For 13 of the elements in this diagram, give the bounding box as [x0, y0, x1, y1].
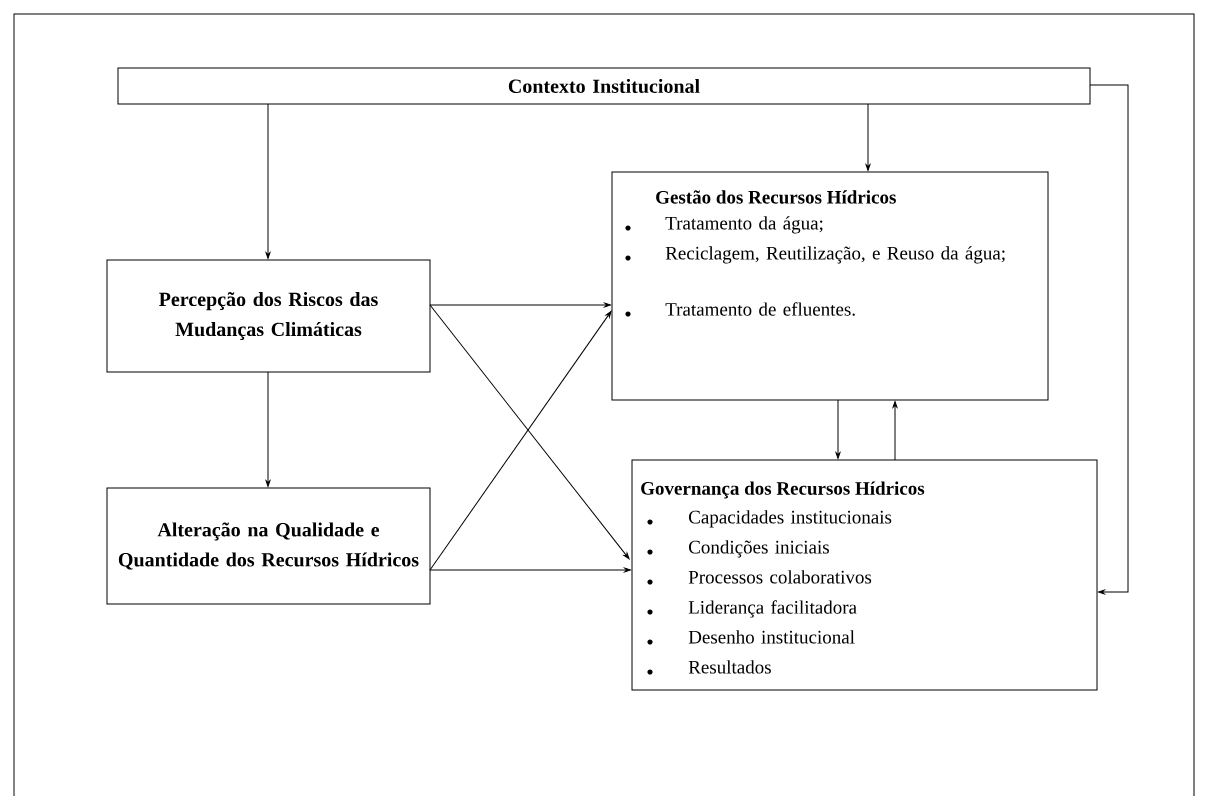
text-box: Governança dos Recursos Hídricos Capacidades institucionais Condições iniciais Processos colaborativos Liderança facilitadora Desenho institucional Resultados — [631, 459, 1098, 691]
arrow — [892, 401, 898, 461]
arrow — [865, 103, 871, 171]
arrow — [429, 302, 611, 308]
text-box: Gestão dos Recursos Hídricos Tratamento da água; Reciclagem, Reutilização, e Reuso da água; Tratamento de efluentes. — [611, 171, 1049, 401]
text-box: Percepção dos Riscos das Mudanças Climáticas — [106, 259, 431, 373]
text-box: Contexto Institucional — [117, 67, 1091, 105]
arrow — [265, 371, 271, 487]
text-box: Alteração na Qualidade e Quantidade dos Recursos Hídricos — [106, 487, 431, 605]
arrow — [429, 567, 631, 573]
arrow — [1089, 84, 1129, 595]
arrow — [835, 399, 841, 459]
arrow — [265, 103, 271, 259]
